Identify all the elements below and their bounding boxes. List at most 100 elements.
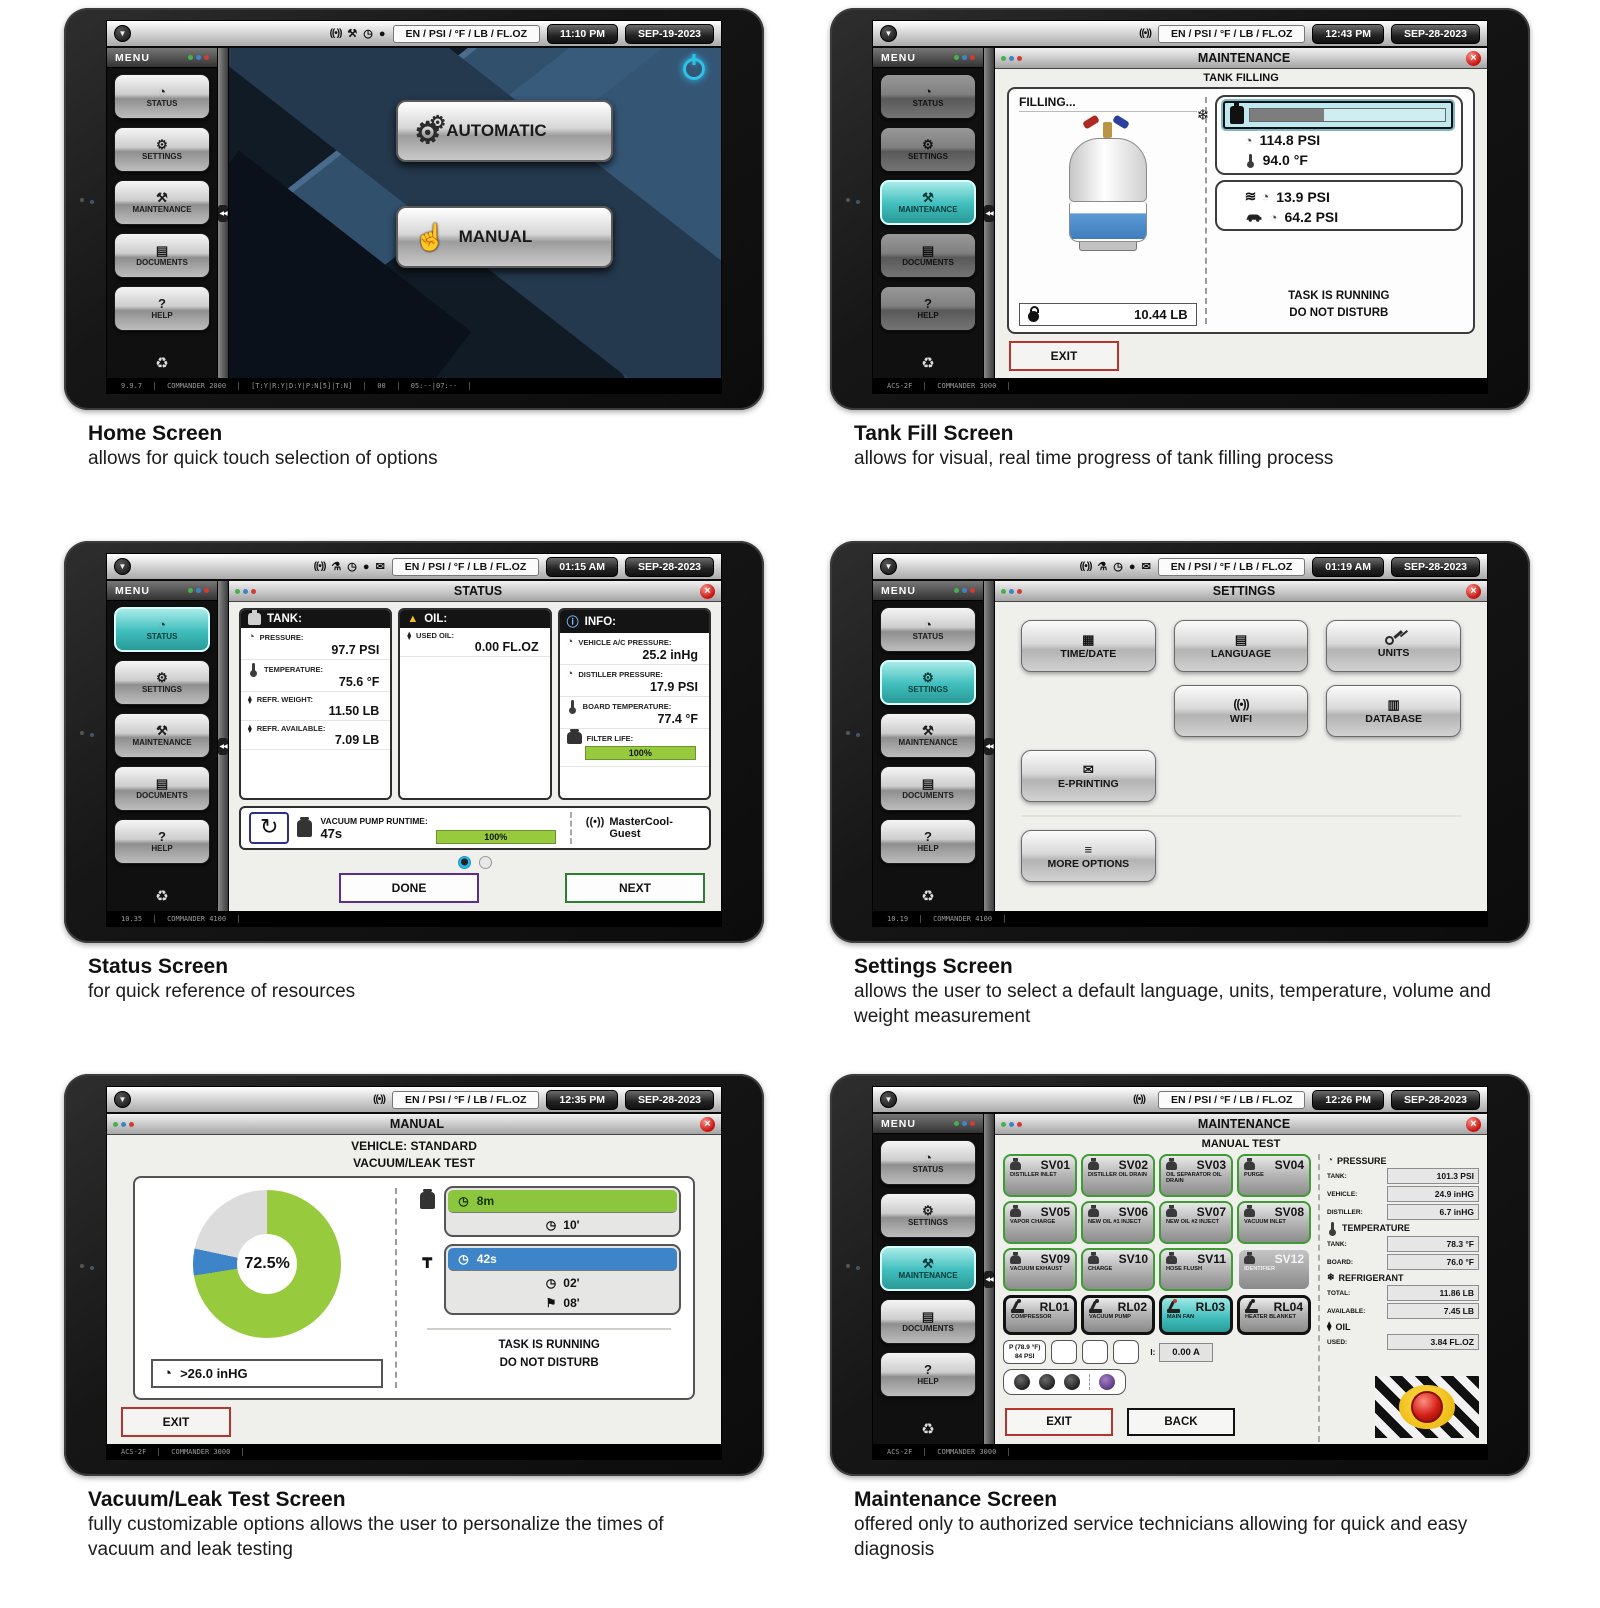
sidebar-item-documents[interactable]: ▤DOCUMENTS [880,1299,976,1344]
units-display[interactable]: EN / PSI / °F / LB / FL.OZ [392,24,540,43]
sidebar-scrollbar[interactable]: ◀◀ [983,1114,995,1444]
sidebar-item-documents[interactable]: ▤DOCUMENTS [114,766,210,811]
screen-heading: MANUAL TEST [1201,1138,1281,1150]
close-button[interactable]: × [700,1116,715,1132]
refresh-button[interactable]: ↻ [249,812,290,844]
exit-button[interactable]: EXIT [1009,341,1119,371]
close-button[interactable]: × [1466,1116,1481,1132]
sidebar-item-documents[interactable]: ▤DOCUMENTS [114,233,210,278]
sidebar-item-status[interactable]: ◔STATUS [114,607,210,652]
back-button[interactable]: BACK [1127,1408,1235,1436]
sidebar-item-maintenance[interactable]: ⚒MAINTENANCE [880,713,976,758]
sidebar-item-settings[interactable]: ⚙SETTINGS [114,127,210,172]
collapse-icon[interactable]: ◀◀ [984,737,994,755]
vacuum-target-row[interactable]: ◷10' [446,1215,679,1235]
sidebar-item-status[interactable]: ◔STATUS [114,74,210,119]
sidebar-item-maintenance[interactable]: ⚒MAINTENANCE [880,1246,976,1291]
page-dot-active[interactable] [458,856,471,869]
sidebar-item-status[interactable]: ◔STATUS [880,607,976,652]
recycle-icon[interactable]: ♻ [155,888,169,905]
time-date-button[interactable]: ▦TIME/DATE [1021,620,1156,672]
exit-button[interactable]: EXIT [121,1407,231,1437]
sidebar-item-status[interactable]: ◔STATUS [880,1140,976,1185]
knob[interactable] [1014,1374,1030,1391]
sidebar-item-settings[interactable]: ⚙SETTINGS [880,1193,976,1238]
recycle-icon[interactable]: ♻ [921,355,935,372]
units-button[interactable]: UNITS [1326,620,1461,672]
units-display[interactable]: EN / PSI / °F / LB / FL.OZ [1157,1090,1306,1109]
next-button[interactable]: NEXT [565,873,705,903]
recycle-icon[interactable]: ♻ [921,1421,935,1438]
more-options-button[interactable]: ≡MORE OPTIONS [1021,830,1156,882]
warning-icon: ▲ [407,613,419,625]
sidebar-scrollbar[interactable]: ◀◀ [217,48,229,378]
leak-time-row[interactable]: ◷02' [446,1273,679,1293]
collapse-icon[interactable]: ◀◀ [218,204,228,222]
language-button[interactable]: ▤LANGUAGE [1173,620,1309,672]
sidebar-item-help[interactable]: ?HELP [114,286,210,331]
units-display[interactable]: EN / PSI / °F / LB / FL.OZ [391,1090,540,1109]
sidebar-item-help[interactable]: ?HELP [880,819,976,864]
sidebar-item-maintenance[interactable]: ⚒MAINTENANCE [114,713,210,758]
automatic-button[interactable]: ⚙⚙ AUTOMATIC [396,100,613,162]
units-display[interactable]: EN / PSI / °F / LB / FL.OZ [1157,24,1306,43]
exit-button[interactable]: EXIT [1005,1408,1113,1436]
sidebar-item-documents[interactable]: ▤DOCUMENTS [880,233,976,278]
estop-button[interactable] [1411,1391,1443,1423]
sidebar-item-help[interactable]: ?HELP [880,286,976,331]
database-button[interactable]: ▥DATABASE [1326,685,1461,737]
knob[interactable] [1064,1374,1080,1391]
close-button[interactable]: × [1466,50,1481,66]
sidebar-scrollbar[interactable]: ◀◀ [983,48,995,378]
close-button[interactable]: × [700,583,715,599]
knob[interactable] [1039,1374,1055,1391]
done-button[interactable]: DONE [339,873,479,903]
sidebar-item-documents[interactable]: ▤DOCUMENTS [880,766,976,811]
knob-identifier[interactable] [1099,1374,1115,1391]
vacuum-elapsed-value: 8m [476,1193,495,1208]
collapse-icon[interactable]: ◀◀ [984,204,994,222]
recycle-icon[interactable]: ♻ [921,888,935,905]
sidebar-item-settings[interactable]: ⚙SETTINGS [880,127,976,172]
sidebar-item-settings[interactable]: ⚙SETTINGS [114,660,210,705]
close-button[interactable]: × [1466,583,1481,599]
sidebar-item-settings[interactable]: ⚙SETTINGS [880,660,976,705]
recycle-icon[interactable]: ♻ [155,355,169,372]
power-button[interactable] [683,58,705,80]
sidebar-item-status[interactable]: ◔STATUS [880,74,976,119]
sidebar-scrollbar[interactable]: ◀◀ [217,581,229,911]
refr-available-value: 7.09 LB [334,733,380,747]
sidebar-item-label: HELP [917,311,939,320]
collapse-icon[interactable]: ◀◀ [218,737,228,755]
units-display[interactable]: EN / PSI / °F / LB / FL.OZ [1157,557,1306,576]
sidebar-scrollbar[interactable]: ◀◀ [983,581,995,911]
page-dot[interactable] [479,856,492,869]
collapse-icon[interactable]: ◀◀ [984,1270,994,1288]
leak-finish-row[interactable]: ⚑08' [446,1293,679,1313]
e-printing-button[interactable]: ✉E-PRINTING [1021,750,1156,802]
sidebar-item-maintenance[interactable]: ⚒MAINTENANCE [880,180,976,225]
sidebar-item-help[interactable]: ?HELP [880,1352,976,1397]
sidebar-item-help[interactable]: ?HELP [114,819,210,864]
manual-button[interactable]: ☝ MANUAL [396,206,613,268]
wifi-button[interactable]: ((•))WIFI [1173,685,1309,737]
units-display[interactable]: EN / PSI / °F / LB / FL.OZ [391,557,540,576]
sidebar-item-maintenance[interactable]: ⚒MAINTENANCE [114,180,210,225]
relay-icon [1089,1299,1102,1313]
